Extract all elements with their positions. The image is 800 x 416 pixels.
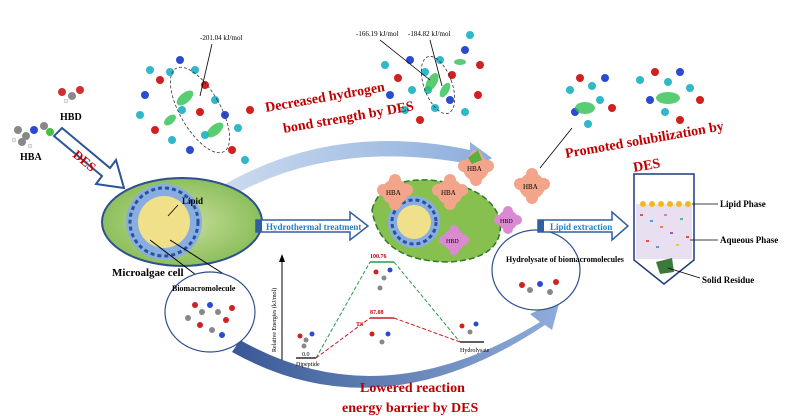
lipid-extraction-arrow	[537, 210, 630, 242]
lipid-droplet	[126, 184, 202, 260]
energy-pointer-2	[379, 39, 431, 81]
biomacromolecule-structure	[185, 302, 235, 338]
ts-label: TS	[356, 322, 364, 328]
hba-label: HBA	[20, 152, 42, 163]
solid-residue-shape	[656, 258, 674, 274]
high-path-right	[393, 261, 461, 343]
solubilization-pointer	[539, 127, 573, 169]
molecular-structure-left	[136, 56, 254, 164]
zero-level-label: 0.0	[302, 352, 310, 358]
high-path-left	[315, 261, 371, 359]
hbond-region-right	[420, 56, 456, 114]
hbond-region-left	[170, 66, 230, 154]
lipid-label: Lipid	[182, 196, 203, 206]
microalgae-cell-label: Microalgae cell	[112, 267, 184, 279]
aqueous-phase-label: Aqueous Phase	[720, 235, 778, 245]
hba-flower-1	[377, 174, 413, 210]
energy-label-1: -201.04 kJ/mol	[200, 34, 242, 42]
lipid-droplets-row	[640, 201, 691, 207]
energy-axis-arrowhead	[279, 254, 285, 262]
low-path-left	[315, 317, 371, 359]
molecular-structure-right	[381, 31, 484, 124]
energy-pointer-1	[199, 43, 213, 97]
promoted-solubilization-line2: DES	[632, 156, 662, 176]
hba-flower-4	[514, 168, 550, 204]
des-arrow	[52, 126, 126, 190]
hbd-leaf-top	[468, 150, 482, 164]
hba-flower-3-label: HBA	[467, 165, 482, 173]
hbd-label: HBD	[60, 112, 82, 123]
solid-residue-pointer	[667, 267, 701, 279]
hba-molecule	[11, 122, 54, 149]
biomacromolecule-label: Biomacromolecule	[172, 284, 236, 293]
connector-right	[169, 239, 231, 279]
hbd-flower-2	[494, 206, 522, 234]
hba-flower-2	[432, 174, 468, 210]
hydrothermal-label: Hydrothermal treatment	[266, 222, 361, 232]
hba-flower-1-label: HBA	[386, 189, 401, 197]
lipid-extraction-label: Lipid extraction	[550, 222, 612, 232]
bottom-arc-arrow	[232, 300, 560, 388]
hba-flower-2-label: HBA	[441, 189, 456, 197]
hbd-flower-1	[439, 225, 469, 255]
low-barrier-label: 87.08	[370, 310, 384, 316]
low-path-right	[393, 317, 461, 343]
energy-label-2: -166.19 kJ/mol	[356, 30, 398, 38]
lipid-pointer	[167, 204, 179, 217]
hbd-flower-1-label: HBD	[446, 239, 459, 245]
hydrolysate-label: Hydrolysate of biomacromolecules	[506, 255, 624, 264]
aqueous-particles	[640, 214, 689, 248]
hba-flower-4-label: HBA	[523, 183, 538, 191]
energy-pointer-3	[429, 39, 443, 87]
hydrolysate-label-text: Hydrolysate of biomacromolecules	[506, 255, 624, 264]
hydrolysate-molecules	[519, 279, 559, 295]
lipid-phase-label: Lipid Phase	[720, 199, 766, 209]
dipeptide-label: Dipeptide	[296, 362, 320, 368]
hbd-flower-2-label: HBD	[500, 219, 513, 225]
hbd-molecule	[58, 86, 84, 104]
energy-label-3: -184.82 kJ/mol	[408, 30, 450, 38]
hydrolysate-circle	[491, 229, 581, 311]
solubilized-molecule-left	[566, 74, 616, 128]
solubilized-molecule-right	[636, 68, 704, 124]
biomacromolecule-circle	[164, 271, 256, 353]
connector-left	[149, 239, 201, 279]
top-arc-arrow	[215, 141, 492, 200]
hydrolysate-small-label: Hydrolysate	[460, 348, 490, 354]
lowered-barrier-line1: Lowered reaction	[360, 381, 465, 396]
solid-residue-label: Solid Residue	[702, 275, 754, 285]
energy-axis-label: Relative Energies (kJ/mol)	[271, 288, 278, 352]
energy-profile-molecules	[297, 267, 479, 349]
hydrothermal-arrow	[255, 210, 370, 242]
lowered-barrier-line2: energy barrier by DES	[342, 401, 478, 416]
high-barrier-label: 100.76	[370, 254, 387, 260]
